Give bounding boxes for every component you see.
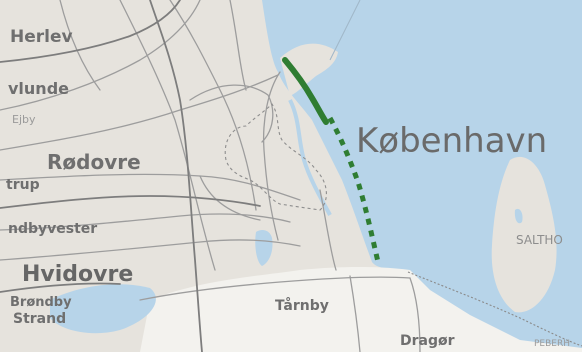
place-label-tarnby: Tårnby xyxy=(275,298,329,314)
place-label-herlev: Herlev xyxy=(10,27,73,47)
railway-bridge xyxy=(407,271,582,347)
lake-south xyxy=(50,284,156,334)
lake-center xyxy=(255,230,273,266)
place-label-hvidovre: Hvidovre xyxy=(22,262,134,287)
island-saltholm xyxy=(491,156,557,313)
district-boundary xyxy=(224,103,327,211)
place-label-rodovre: Rødovre xyxy=(47,150,141,174)
land-harbour-point xyxy=(280,43,338,96)
place-label-ndbyvester: ndbyvester xyxy=(8,221,98,237)
place-label-brondby: Brøndby xyxy=(10,295,72,310)
major-roads xyxy=(0,0,261,352)
sea-lane xyxy=(329,0,361,61)
land-airport-area xyxy=(140,267,582,352)
place-label-peberholm: PEBERH xyxy=(534,339,570,349)
place-label-strup: trup xyxy=(6,177,40,193)
place-label-ejby: Ejby xyxy=(12,113,36,126)
place-label-vlunde: vlunde xyxy=(8,79,69,98)
road-network xyxy=(0,0,421,352)
place-label-strand: Strand xyxy=(13,311,67,327)
island-saltholm-lake xyxy=(514,208,523,224)
place-label-kobenhavn: København xyxy=(356,121,548,161)
place-label-dragor: Dragør xyxy=(400,333,455,349)
route-line-solid[interactable] xyxy=(282,57,329,125)
place-label-saltholm: SALTHO xyxy=(516,233,563,247)
